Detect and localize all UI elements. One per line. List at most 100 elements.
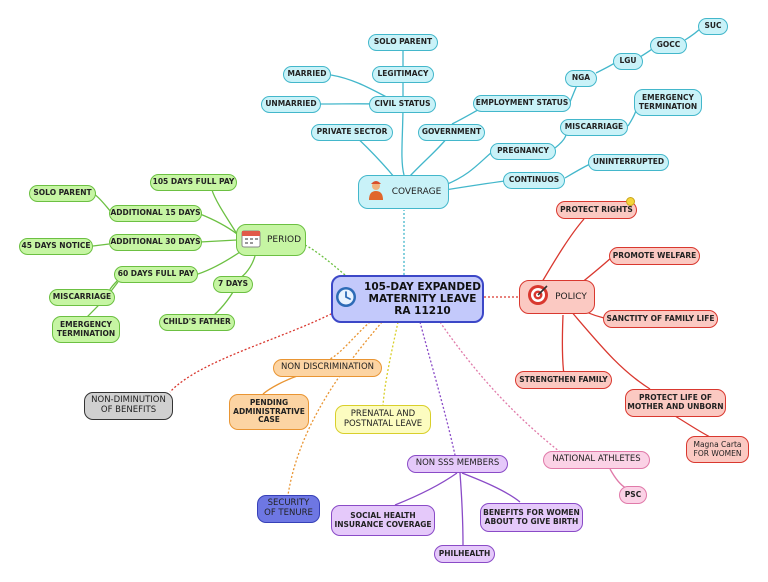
period-branch[interactable]: PERIOD [236, 224, 306, 256]
continuos-node[interactable]: CONTINUOS [503, 172, 565, 189]
pregnancy-label: PREGNANCY [497, 146, 549, 156]
emergency-termination-period-label: EMERGENCY TERMINATION [56, 319, 116, 338]
protect-life-label: PROTECT LIFE OF MOTHER AND UNBORN [627, 393, 724, 411]
government-label: GOVERNMENT [421, 127, 482, 137]
magna-carta-node[interactable]: Magna Carta FOR WOMEN [686, 436, 749, 463]
strengthen-family-node[interactable]: STRENGTHEN FAMILY [515, 371, 612, 389]
non-sss-members-node[interactable]: NON SSS MEMBERS [407, 455, 508, 473]
childs-father-node[interactable]: CHILD'S FATHER [159, 314, 235, 331]
benefits-for-women-node[interactable]: BENEFITS FOR WOMEN ABOUT TO GIVE BIRTH [480, 503, 583, 532]
private-sector-node[interactable]: PRIVATE SECTOR [311, 124, 393, 141]
central-topic-label: 105-DAY EXPANDED MATERNITY LEAVE RA 1121… [364, 280, 481, 318]
policy-label: POLICY [555, 291, 587, 302]
suc-label: SUC [704, 21, 722, 31]
childs-father-label: CHILD'S FATHER [163, 317, 231, 327]
policy-branch[interactable]: POLICY [519, 280, 595, 314]
promote-welfare-node[interactable]: PROMOTE WELFARE [609, 247, 700, 265]
sanctity-of-family-life-node[interactable]: SANCTITY OF FAMILY LIFE [603, 310, 718, 328]
unmarried-node[interactable]: UNMARRIED [261, 96, 321, 113]
lgu-node[interactable]: LGU [613, 53, 643, 70]
105-days-full-pay-node[interactable]: 105 DAYS FULL PAY [150, 174, 237, 191]
promote-welfare-label: PROMOTE WELFARE [612, 250, 697, 260]
miscarriage-period-node[interactable]: MISCARRIAGE [49, 289, 115, 306]
nga-label: NGA [571, 73, 591, 83]
7-days-node[interactable]: 7 DAYS [213, 276, 253, 293]
civil-status-node[interactable]: CIVIL STATUS [369, 96, 436, 113]
psc-node[interactable]: PSC [619, 486, 647, 504]
civil-status-label: CIVIL STATUS [374, 99, 431, 109]
additional-15-days-node[interactable]: ADDITIONAL 15 DAYS [109, 205, 202, 222]
60-days-full-pay-node[interactable]: 60 DAYS FULL PAY [114, 266, 198, 283]
psc-label: PSC [624, 489, 642, 499]
legitimacy-label: LEGITIMACY [377, 69, 429, 79]
pregnancy-node[interactable]: PREGNANCY [490, 143, 556, 160]
legitimacy-node[interactable]: LEGITIMACY [372, 66, 434, 83]
non-sss-label: NON SSS MEMBERS [415, 458, 500, 469]
full-pay-60-label: 60 DAYS FULL PAY [117, 269, 195, 279]
protect-rights-label: PROTECT RIGHTS [560, 204, 633, 214]
married-node[interactable]: MARRIED [283, 66, 331, 83]
non-discrimination-label: NON DISCRIMINATION [280, 362, 374, 373]
marker-dot-icon [626, 197, 635, 206]
prenatal-postnatal-node[interactable]: PRENATAL AND POSTNATAL LEAVE [335, 405, 431, 434]
emergency-termination-period-node[interactable]: EMERGENCY TERMINATION [52, 316, 120, 343]
social-health-label: SOCIAL HEALTH INSURANCE COVERAGE [334, 510, 432, 529]
clock-icon [334, 285, 358, 312]
non-diminution-node[interactable]: NON-DIMINUTION OF BENEFITS [84, 392, 173, 420]
suc-node[interactable]: SUC [698, 18, 728, 35]
nga-node[interactable]: NGA [565, 70, 597, 87]
coverage-branch[interactable]: COVERAGE [358, 175, 449, 209]
uninterrupted-node[interactable]: UNINTERRUPTED [588, 154, 669, 171]
emergency-termination-label: EMERGENCY TERMINATION [638, 92, 698, 111]
additional-30-label: ADDITIONAL 30 DAYS [110, 237, 201, 247]
married-label: MARRIED [287, 69, 327, 79]
protect-life-node[interactable]: PROTECT LIFE OF MOTHER AND UNBORN [625, 389, 726, 417]
national-athletes-label: NATIONAL ATHLETES [552, 454, 641, 465]
uninterrupted-label: UNINTERRUPTED [592, 157, 665, 167]
employment-status-node[interactable]: EMPLOYMENT STATUS [473, 95, 571, 112]
miscarriage-label: MISCARRIAGE [564, 122, 624, 132]
period-label: PERIOD [266, 234, 302, 245]
notice-45-label: 45 DAYS NOTICE [21, 241, 91, 251]
days-7-label: 7 DAYS [218, 279, 248, 289]
strengthen-family-label: STRENGTHEN FAMILY [519, 374, 608, 384]
central-topic[interactable]: 105-DAY EXPANDED MATERNITY LEAVE RA 1121… [331, 275, 484, 323]
government-node[interactable]: GOVERNMENT [418, 124, 485, 141]
philhealth-node[interactable]: PHILHEALTH [434, 545, 495, 563]
national-athletes-node[interactable]: NATIONAL ATHLETES [543, 451, 650, 469]
social-health-insurance-node[interactable]: SOCIAL HEALTH INSURANCE COVERAGE [331, 505, 435, 536]
magna-carta-label: Magna Carta FOR WOMEN [693, 439, 742, 458]
sanctity-label: SANCTITY OF FAMILY LIFE [606, 313, 715, 323]
full-pay-105-label: 105 DAYS FULL PAY [152, 177, 235, 187]
gocc-label: GOCC [656, 40, 681, 50]
45-days-notice-node[interactable]: 45 DAYS NOTICE [19, 238, 93, 255]
emergency-termination-coverage-node[interactable]: EMERGENCY TERMINATION [634, 89, 702, 116]
pending-admin-case-node[interactable]: PENDING ADMINISTRATIVE CASE [229, 394, 309, 430]
additional-30-days-node[interactable]: ADDITIONAL 30 DAYS [109, 234, 202, 251]
miscarriage-coverage-node[interactable]: MISCARRIAGE [560, 119, 628, 136]
solo-parent-period-node[interactable]: SOLO PARENT [29, 185, 96, 202]
solo-parent-label: SOLO PARENT [373, 37, 433, 47]
additional-15-label: ADDITIONAL 15 DAYS [110, 208, 201, 218]
unmarried-label: UNMARRIED [265, 99, 317, 109]
private-sector-label: PRIVATE SECTOR [316, 127, 388, 137]
employment-status-label: EMPLOYMENT STATUS [475, 98, 569, 108]
philhealth-label: PHILHEALTH [438, 548, 491, 558]
pending-case-label: PENDING ADMINISTRATIVE CASE [233, 398, 305, 425]
gocc-node[interactable]: GOCC [650, 37, 687, 54]
prenatal-label: PRENATAL AND POSTNATAL LEAVE [343, 408, 423, 429]
non-discrimination-connector [327, 321, 371, 361]
protect-rights-node[interactable]: PROTECT RIGHTS [556, 201, 637, 219]
worker-icon [366, 179, 386, 204]
miscarriage-period-label: MISCARRIAGE [52, 292, 112, 302]
security-of-tenure-label: SECURITY OF TENURE [264, 498, 313, 518]
non-diminution-label: NON-DIMINUTION OF BENEFITS [91, 395, 166, 415]
benefits-women-label: BENEFITS FOR WOMEN ABOUT TO GIVE BIRTH [483, 507, 580, 526]
solo-parent-coverage[interactable]: SOLO PARENT [368, 34, 438, 51]
target-icon [527, 284, 549, 309]
solo-parent-period-label: SOLO PARENT [33, 188, 92, 198]
coverage-label: COVERAGE [391, 186, 442, 197]
continuos-label: CONTINUOS [508, 175, 560, 185]
non-discrimination-node[interactable]: NON DISCRIMINATION [273, 359, 382, 377]
security-of-tenure-node[interactable]: SECURITY OF TENURE [257, 495, 320, 523]
